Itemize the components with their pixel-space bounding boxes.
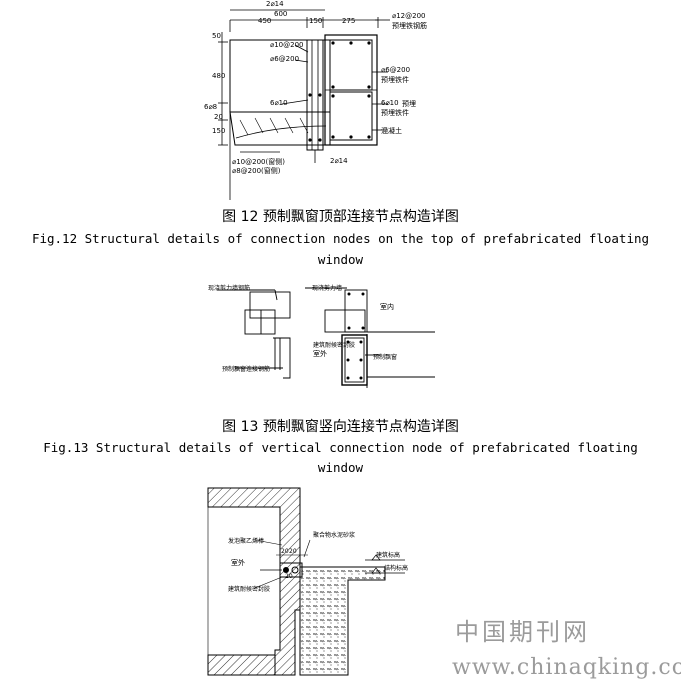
figure-13-caption-en-line1: Fig.13 Structural details of vertical co…	[43, 440, 638, 455]
fig14-label-l1: 发泡聚乙烯棒	[228, 538, 265, 545]
watermark-cn: 中国期刊网	[455, 618, 590, 646]
fig12-dim-275: 275	[342, 17, 356, 25]
fig12-label-bot-rebar: 2⌀14	[330, 157, 348, 165]
fig13-label-b1: 现浇剪力墙	[312, 285, 343, 292]
fig14-label-r3: 结构标高	[384, 565, 409, 572]
fig12-left-bar: 6⌀8	[204, 103, 218, 111]
fig12-label-r4: 混凝土	[381, 127, 402, 135]
fig14-label-r2: 建筑标高	[376, 552, 401, 559]
figure-13-drawing	[217, 287, 435, 388]
fig12-label-r2: ⌀6@200	[381, 66, 411, 74]
fig14-label-r1: 聚合物水泥砂浆	[313, 532, 356, 539]
fig13-label-b3: 建筑耐候密封胶	[313, 342, 356, 349]
fig12-dim-20: 20	[214, 113, 223, 121]
fig14-dim-2: 20	[289, 548, 297, 555]
fig12-dim-150: 150	[309, 17, 323, 25]
fig12-dim-50: 50	[212, 32, 221, 40]
fig12-label-r3: 6⌀10	[381, 99, 399, 107]
fig12-dim-600: 600	[274, 10, 288, 18]
fig12-label-l1: ⌀10@200	[270, 41, 304, 49]
figure-12-caption-cn: 图 12 预制飘窗顶部连接节点构造详图	[222, 209, 459, 225]
fig12-label-mid: 6⌀10	[270, 99, 288, 107]
fig12-label-r3b: 预埋铁件	[381, 109, 409, 117]
fig12-label-b2: ⌀8@200(窗侧)	[232, 167, 281, 175]
fig14-dim-1: 20	[281, 548, 289, 555]
figure-12-caption-en-line2: window	[317, 252, 364, 267]
fig13-label-a2: 预制飘窗连接钢筋	[222, 366, 271, 373]
figure-12-drawing	[218, 9, 390, 200]
fig12-label-r1b: 预埋铁钢筋	[392, 22, 427, 30]
fig12-dim-top-rebar: 2⌀14	[266, 0, 284, 8]
fig12-dim-480: 480	[212, 72, 226, 80]
fig12-label-r1: ⌀12@200	[392, 12, 426, 20]
fig12-label-l2: ⌀6@200	[270, 55, 300, 63]
fig12-dim-h150: 150	[212, 127, 226, 135]
fig12-label-r3a: 预埋	[402, 100, 416, 108]
figure-13-caption-en-line2: window	[317, 460, 364, 475]
fig13-label-b2: 室内	[380, 303, 394, 311]
fig13-label-b5: 室外	[313, 350, 327, 358]
fig12-dim-450: 450	[258, 17, 272, 25]
fig14-label-l2: 室外	[231, 559, 245, 567]
fig14-dim-3: 20	[285, 573, 293, 580]
fig13-label-a1: 现浇剪力墙钢筋	[208, 285, 251, 292]
fig13-label-b4: 预制飘窗	[373, 354, 398, 361]
figure-13-caption-cn: 图 13 预制飘窗竖向连接节点构造详图	[222, 419, 459, 435]
figure-12-caption-en-line1: Fig.12 Structural details of connection …	[31, 231, 650, 246]
fig12-label-r2b: 预埋铁件	[381, 76, 409, 84]
fig14-label-l3: 建筑耐候密封胶	[228, 586, 271, 593]
watermark-url: www.chinaqking.com	[452, 655, 681, 680]
figure-14-drawing	[207, 487, 405, 676]
fig12-label-b1: ⌀10@200(窗侧)	[232, 158, 285, 166]
